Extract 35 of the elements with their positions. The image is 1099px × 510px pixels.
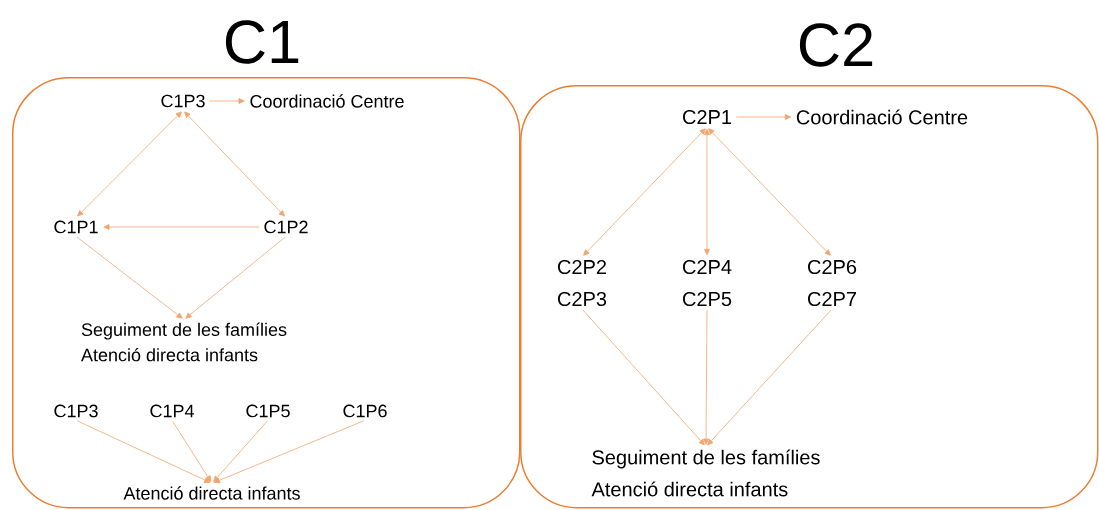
arrow xyxy=(209,98,245,104)
node-label: Atenció directa infants xyxy=(123,486,300,500)
node-label: Seguiment de les famílies Atenció directa infants xyxy=(591,449,820,497)
arrow xyxy=(184,111,285,217)
node-label: C2 xyxy=(799,23,873,67)
arrow xyxy=(707,309,832,446)
node-label: C2P2 C2P3 xyxy=(558,259,607,307)
arrow xyxy=(76,420,211,483)
arrow xyxy=(582,309,705,446)
node-label: Seguiment de les famílies Atenció directa infants xyxy=(81,322,287,362)
node-label: C1P5 xyxy=(246,404,290,418)
arrow xyxy=(583,128,706,256)
node-label: C1P4 xyxy=(150,404,194,418)
arrow xyxy=(213,420,365,484)
node-label: C2P4 C2P5 xyxy=(683,259,732,307)
node-label: C1 xyxy=(225,20,299,64)
arrow xyxy=(76,236,183,319)
arrow xyxy=(172,421,212,482)
node-label: C1P3 xyxy=(161,94,205,108)
arrow xyxy=(103,224,260,230)
arrow xyxy=(213,420,268,482)
node-label: C1P2 xyxy=(264,220,308,234)
node-label: Coordinació Centre xyxy=(250,94,404,108)
arrow xyxy=(77,111,182,217)
arrow xyxy=(703,309,709,445)
node-label: C1P6 xyxy=(343,404,387,418)
node-label: Coordinació Centre xyxy=(796,109,968,125)
arrow xyxy=(185,236,286,319)
arrow xyxy=(708,128,831,256)
node-label: C2P6 C2P7 xyxy=(808,259,857,307)
node-label: C1P1 xyxy=(54,220,98,234)
arrow xyxy=(735,114,791,120)
arrow xyxy=(704,128,710,256)
node-label: C2P1 xyxy=(683,109,732,125)
node-label: C1P3 xyxy=(54,404,98,418)
